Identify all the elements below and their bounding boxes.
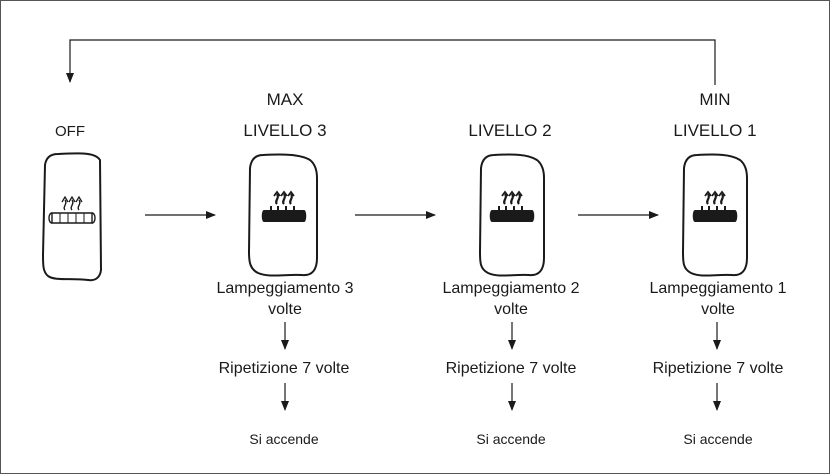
repeat-text: Ripetizione 7 volte bbox=[653, 360, 784, 377]
top-label: MAX bbox=[267, 90, 304, 109]
blink-count-line1: Lampeggiamento 3 bbox=[217, 280, 354, 297]
blink-count-line2: volte bbox=[701, 301, 735, 318]
state-level2: LIVELLO 2 Lampeggiamento 2 volte Ripetiz… bbox=[443, 121, 580, 447]
state-off: OFF bbox=[41, 123, 103, 282]
result-text: Si accende bbox=[476, 431, 545, 447]
repeat-text: Ripetizione 7 volte bbox=[219, 360, 350, 377]
loop-back-arrow bbox=[66, 39, 716, 85]
blink-count-line1: Lampeggiamento 1 bbox=[650, 280, 787, 297]
blink-count-line1: Lampeggiamento 2 bbox=[443, 280, 580, 297]
level-label: LIVELLO 2 bbox=[468, 121, 551, 140]
state-level3: MAX LIVELLO 3 Lampeggiamento 3 volte Rip… bbox=[217, 90, 354, 447]
level-label: LIVELLO 3 bbox=[243, 121, 326, 140]
result-text: Si accende bbox=[683, 431, 752, 447]
blink-count-line2: volte bbox=[268, 301, 302, 318]
state-level1: MIN LIVELLO 1 Lampeggiamento 1 volte Rip… bbox=[650, 90, 787, 447]
level-label: OFF bbox=[55, 123, 85, 140]
blink-count-line2: volte bbox=[494, 301, 528, 318]
top-label: MIN bbox=[699, 90, 730, 109]
level-label: LIVELLO 1 bbox=[673, 121, 756, 140]
result-text: Si accende bbox=[249, 431, 318, 447]
repeat-text: Ripetizione 7 volte bbox=[446, 360, 577, 377]
